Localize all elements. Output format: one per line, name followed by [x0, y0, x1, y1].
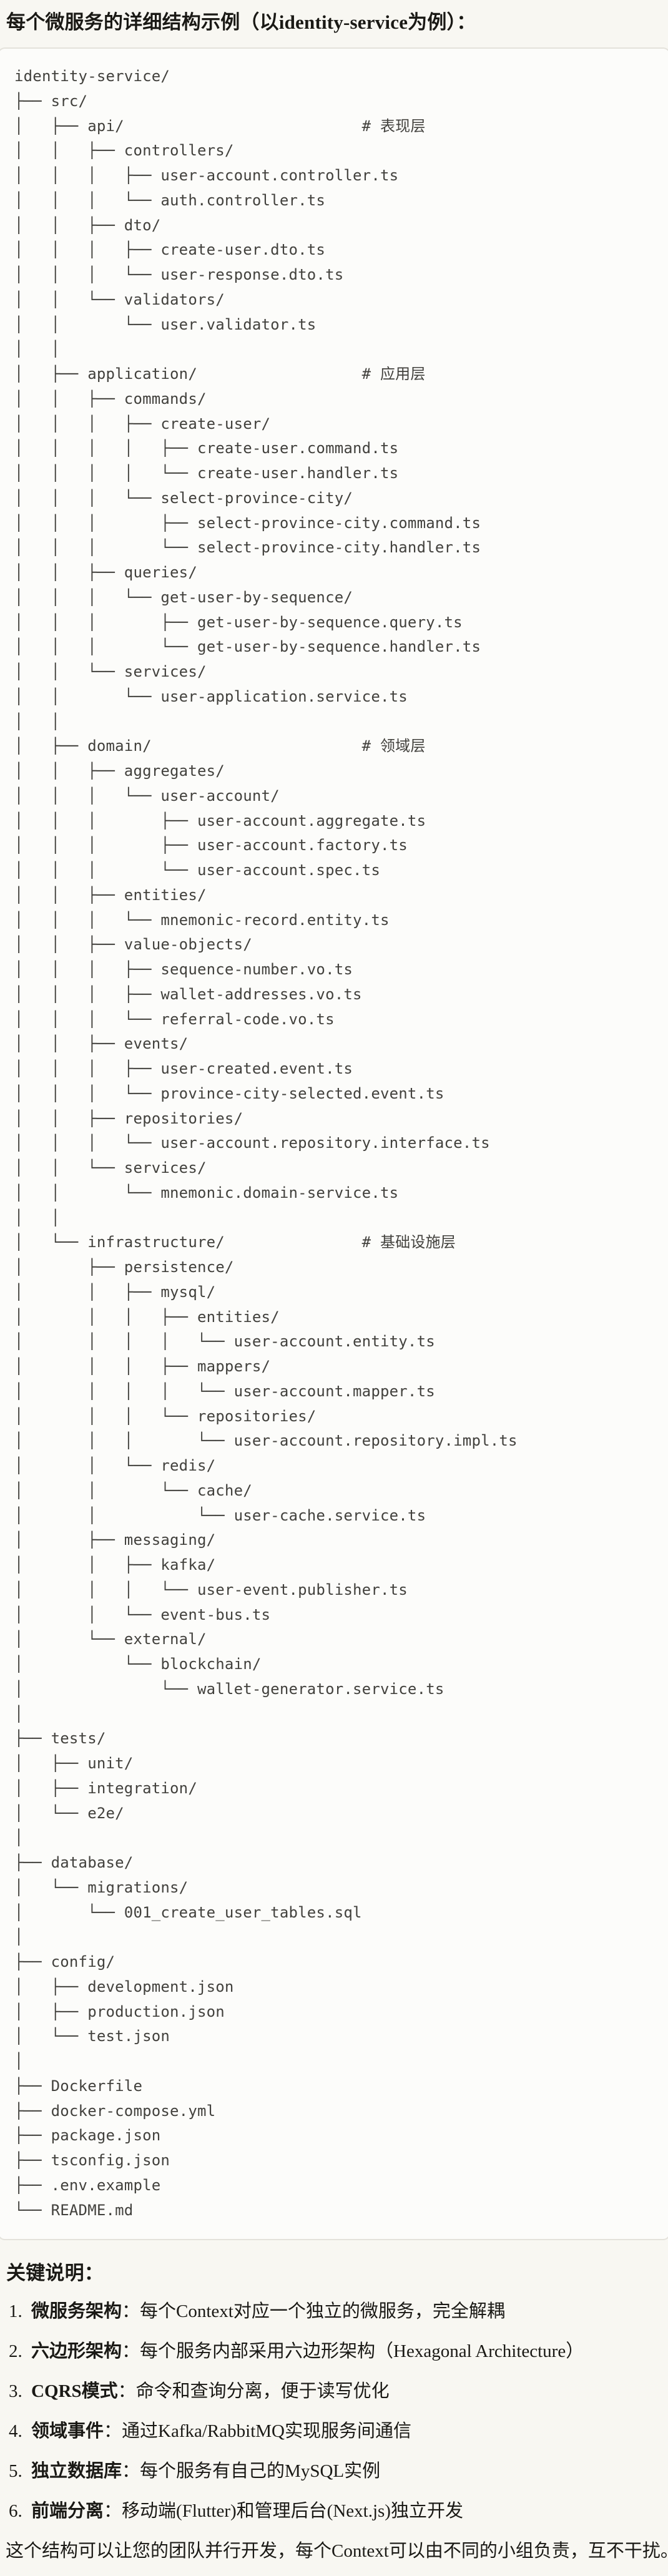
note-separator: ： — [122, 2461, 140, 2482]
note-desc: 每个服务内部采用六边形架构（Hexagonal Architecture） — [140, 2341, 584, 2362]
note-separator: ： — [104, 2421, 122, 2442]
code-block: identity-service/ ├── src/ │ ├── api/ # … — [0, 47, 668, 2241]
note-item: 1. 微服务架构：每个Context对应一个独立的微服务，完全解耦 — [9, 2299, 663, 2324]
note-term: 前端分离 — [31, 2501, 104, 2522]
note-item: 3. CQRS模式：命令和查询分离，便于读写优化 — [9, 2379, 663, 2404]
note-term: 微服务架构 — [31, 2301, 122, 2322]
note-number: 4. — [9, 2421, 22, 2442]
note-term: 领域事件 — [31, 2421, 104, 2442]
note-item: 5. 独立数据库：每个服务有自己的MySQL实例 — [9, 2459, 663, 2484]
notes-list: 1.微服务架构：每个Context对应一个独立的微服务，完全解耦 2.六边形架构… — [5, 2299, 663, 2524]
note-term: 六边形架构 — [31, 2341, 122, 2362]
notes-heading: 关键说明： — [6, 2262, 104, 2285]
note-item: 6. 前端分离：移动端(Flutter)和管理后台(Next.js)独立开发 — [9, 2499, 663, 2524]
note-number: 3. — [9, 2381, 22, 2402]
note-item: 4. 领域事件：通过Kafka/RabbitMQ实现服务间通信 — [9, 2419, 663, 2444]
note-number: 2. — [9, 2341, 22, 2362]
note-desc: 移动端(Flutter)和管理后台(Next.js)独立开发 — [122, 2501, 463, 2522]
notes-section: 关键说明： 1.微服务架构：每个Context对应一个独立的微服务，完全解耦 2… — [5, 2260, 668, 2564]
page-title: 每个微服务的详细结构示例（以identity-service为例）： — [6, 11, 476, 33]
note-separator: ： — [117, 2381, 136, 2402]
note-term: 独立数据库 — [31, 2461, 122, 2482]
note-item: 2. 六边形架构：每个服务内部采用六边形架构（Hexagonal Architec… — [9, 2339, 663, 2364]
note-number: 6. — [9, 2501, 22, 2522]
note-number: 1. — [9, 2301, 22, 2322]
note-desc: 命令和查询分离，便于读写优化 — [135, 2381, 390, 2402]
note-separator: ： — [122, 2301, 140, 2322]
note-term: CQRS模式 — [31, 2381, 118, 2402]
note-separator: ： — [122, 2341, 140, 2362]
closing-paragraph: 这个结构可以让您的团队并行开发，每个Context可以由不同的小组负责，互不干扰… — [6, 2541, 668, 2562]
file-tree: identity-service/ ├── src/ │ ├── api/ # … — [14, 67, 518, 2219]
note-desc: 每个Context对应一个独立的微服务，完全解耦 — [140, 2301, 505, 2322]
note-desc: 通过Kafka/RabbitMQ实现服务间通信 — [122, 2421, 411, 2442]
note-desc: 每个服务有自己的MySQL实例 — [140, 2461, 381, 2482]
note-number: 5. — [9, 2461, 22, 2482]
note-separator: ： — [104, 2501, 122, 2522]
